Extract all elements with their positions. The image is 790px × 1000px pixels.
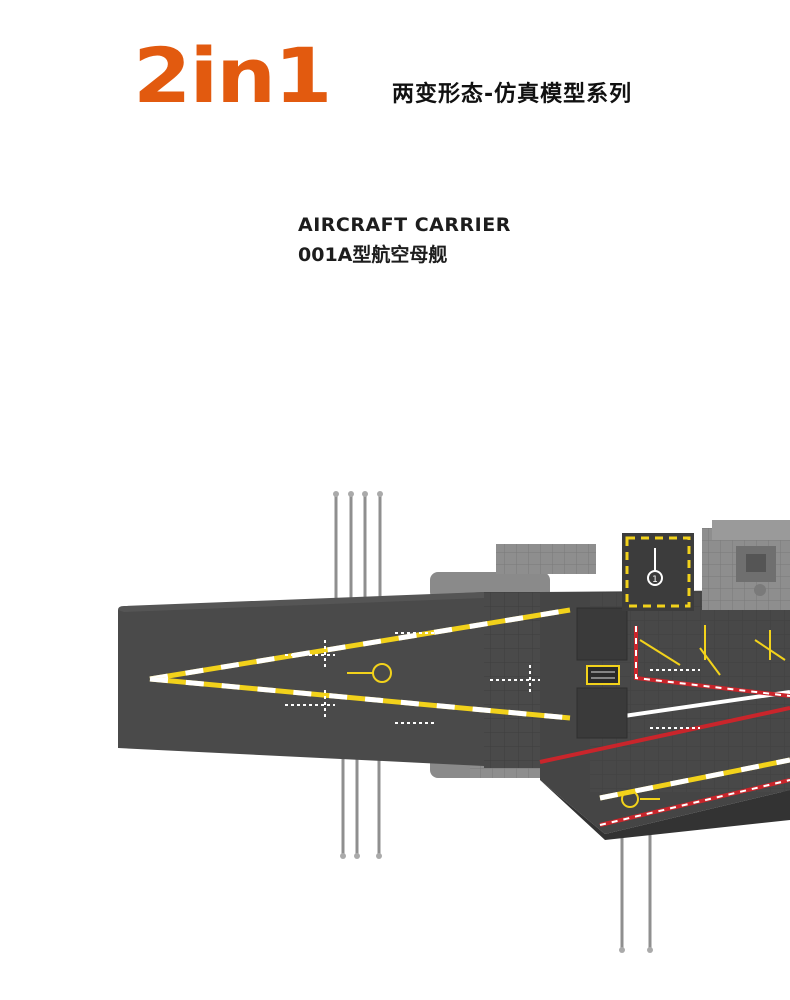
model-name-zh: 001A型航空母舰: [298, 244, 448, 266]
logo-2in1: 2in1: [133, 31, 332, 120]
carrier-model-image: 1: [0, 480, 790, 990]
support-poles-top: [334, 494, 382, 606]
model-name-en: AIRCRAFT CARRIER: [298, 214, 511, 236]
deck-marking-yellow: [149, 607, 790, 801]
elevator-number: 1: [652, 575, 658, 585]
deck-marking-red: [539, 626, 790, 827]
support-poles-bottom: [341, 756, 652, 950]
carrier-model-illustration: 1: [118, 491, 790, 953]
series-tagline: 两变形态-仿真模型系列: [392, 82, 633, 107]
model-title: AIRCRAFT CARRIER 001A型航空母舰: [298, 214, 528, 267]
island-superstructure: [702, 520, 790, 610]
deck-small-markings: [285, 632, 700, 729]
deck-hatches: [576, 607, 628, 739]
deck-elevator-1: 1: [622, 533, 694, 611]
landing-spot-markers: [347, 625, 786, 808]
